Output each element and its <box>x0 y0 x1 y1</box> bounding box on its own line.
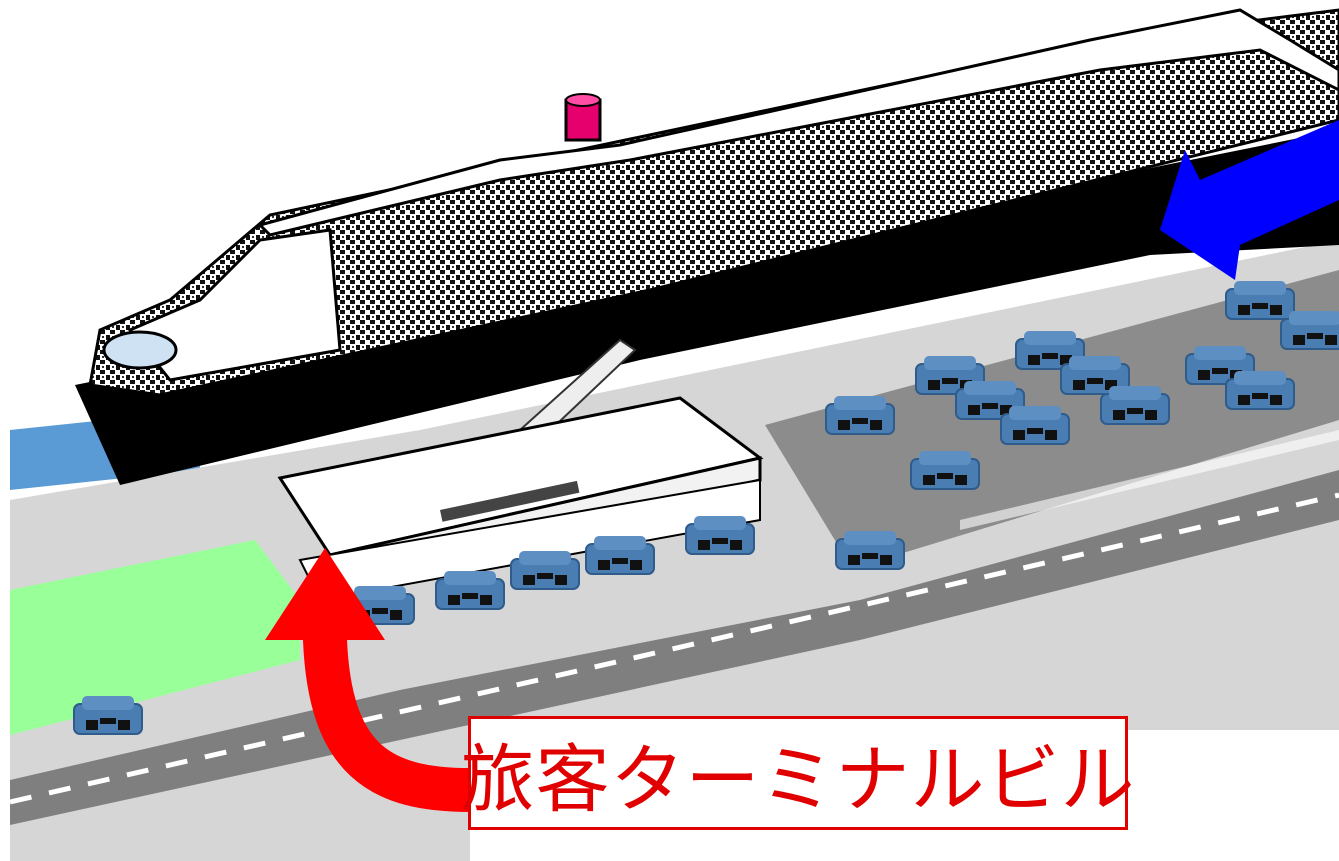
terminal-label: 旅客ターミナルビル <box>461 716 1135 830</box>
lawn <box>10 540 300 735</box>
ship-hull <box>75 130 1339 485</box>
ship-superstructure <box>88 8 1339 397</box>
curved-up-arrow-icon <box>265 548 471 812</box>
terminal-label-text: 旅客ターミナルビル <box>460 736 1136 823</box>
arrow-down-left-icon <box>1160 120 1339 280</box>
